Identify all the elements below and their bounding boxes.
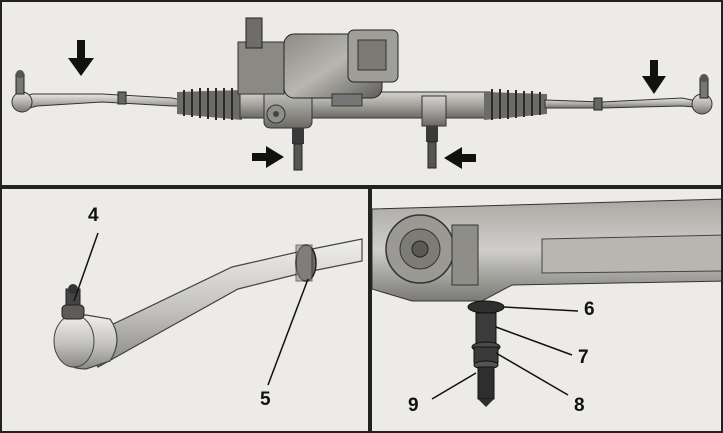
mounting-bolt-right [426,126,438,169]
left-arrow-bolt [444,147,476,169]
mounting-bolt-illustration [372,198,721,407]
leader-line-5 [267,278,309,386]
tie-rod-detail-panel: 4 5 [0,187,370,433]
callout-9: 9 [408,395,419,416]
callout-6: 6 [584,299,595,320]
down-arrow-left [68,40,94,76]
left-boot [177,88,242,120]
callout-7: 7 [578,347,589,368]
mounting-bolt-left [292,128,304,171]
right-arrow-bolt [252,146,284,168]
leader-line-7 [495,326,573,356]
spacer-7 [475,312,497,344]
electric-motor [237,17,399,107]
right-boot [484,89,547,120]
bushing-8 [471,341,501,370]
overview-panel [0,0,723,187]
leader-line-6 [503,306,579,312]
mounting-bolt-detail-panel: 6 7 8 9 [370,187,723,433]
lock-nut-5 [295,244,317,282]
callout-5: 5 [260,389,271,410]
steering-rack-illustration [11,17,713,171]
washer-6 [467,300,505,314]
right-tie-rod [544,74,713,115]
leader-line-9 [431,372,477,400]
bolt-9 [477,366,495,407]
ball-joint-stud-4 [61,284,85,320]
callout-4: 4 [88,205,99,226]
leader-line-8 [495,352,569,396]
left-tie-rod [11,70,183,113]
tie-rod-end-illustration [53,232,363,386]
down-arrow-right [642,60,666,94]
callout-8: 8 [574,395,585,416]
leader-line-4 [73,232,99,302]
